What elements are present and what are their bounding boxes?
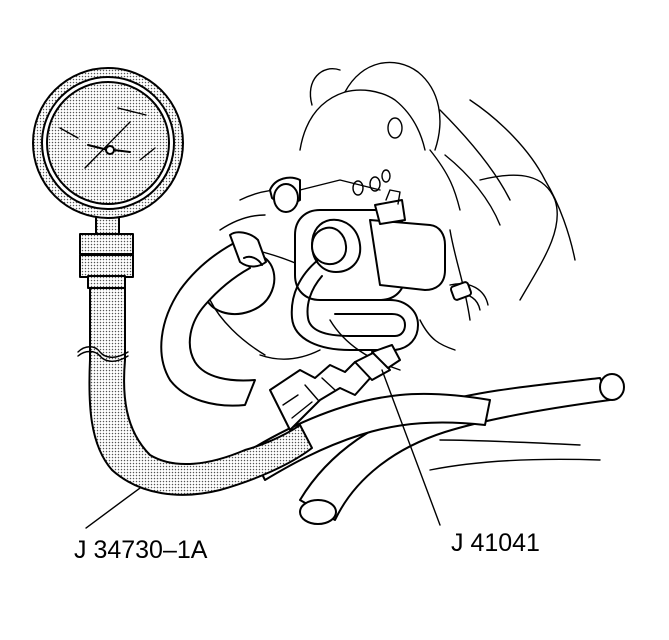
adapter-fitting	[269, 344, 401, 431]
callout-gauge-tool: J 34730–1A	[74, 536, 208, 564]
leader-lines	[85, 369, 441, 529]
callout-adapter-tool: J 41041	[451, 529, 540, 557]
adapter-leader	[381, 369, 441, 526]
pressure-gauge-icon	[32, 67, 184, 219]
foreground-hoses	[249, 373, 625, 525]
gauge-hose	[77, 284, 313, 496]
gauge-fitting	[79, 204, 134, 289]
bolt-hole	[387, 117, 403, 139]
return-hose	[160, 231, 267, 407]
gauge-leader	[85, 487, 141, 529]
fuel-feed-pipe	[290, 259, 419, 351]
hose-clamp	[449, 281, 489, 311]
